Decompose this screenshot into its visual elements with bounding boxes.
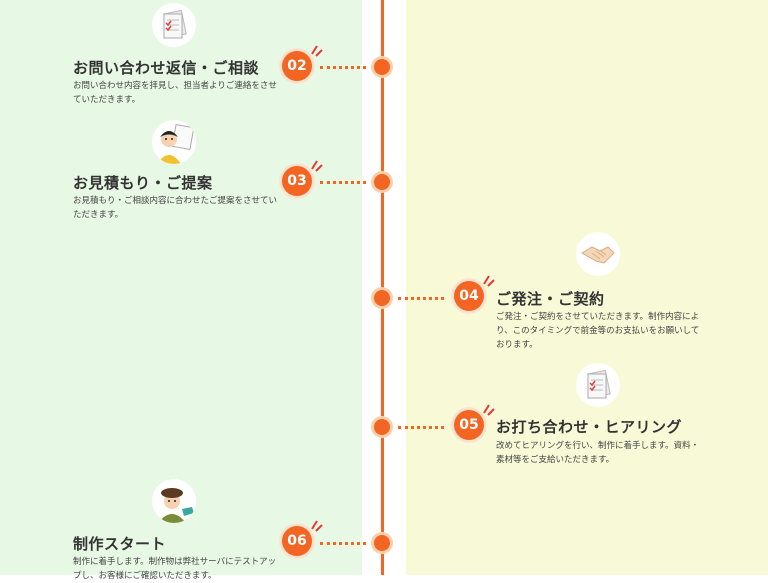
step-02-desc-line: お問い合わせ内容を拝見し、担当者よりご連絡をさせ <box>73 81 277 91</box>
step-04-title: ご発注・ご契約 <box>496 290 605 308</box>
step-04-timeline-node <box>374 290 390 306</box>
step-02-title: お問い合わせ返信・ご相談 <box>73 59 260 77</box>
step-03-timeline-node <box>374 174 390 190</box>
timeline-gutter <box>362 0 406 575</box>
step-04-desc-line: おります。 <box>496 340 538 350</box>
timeline-line <box>381 0 384 575</box>
document-checklist-icon <box>152 3 196 47</box>
step-06-number-badge: 06 <box>282 526 312 556</box>
step-06-desc-line: プし、お客様にご確認いただきます。 <box>73 571 217 581</box>
step-03-connector <box>320 181 366 184</box>
step-06-connector <box>320 542 366 545</box>
step-05-desc-line: 改めてヒアリングを行い、制作に着手します。資料・ <box>496 441 700 451</box>
step-03-desc-line: お見積もり・ご相談内容に合わせたご提案をさせてい <box>73 196 278 206</box>
step-05-timeline-node <box>374 419 390 435</box>
person-with-document-icon <box>152 120 196 164</box>
sparkle-icon <box>311 520 323 532</box>
step-02-timeline-node <box>374 59 390 75</box>
step-04-description: ご発注・ご契約をさせていただきます。制作内容によ り、このタイミングで前金等のお… <box>496 310 701 352</box>
step-02-connector <box>320 66 366 69</box>
sparkle-icon <box>483 404 495 416</box>
step-02-desc-line: ていただきます。 <box>73 95 141 105</box>
step-02-number-badge: 02 <box>282 51 312 81</box>
handshake-icon <box>576 232 620 276</box>
step-05-description: 改めてヒアリングを行い、制作に着手します。資料・ 素材等をご支給いただきます。 <box>496 439 701 467</box>
step-05-title: お打ち合わせ・ヒアリング <box>496 418 683 436</box>
sparkle-icon <box>311 160 323 172</box>
step-03-number-badge: 03 <box>282 166 312 196</box>
step-04-desc-line: ご発注・ご契約をさせていただきます。制作内容によ <box>496 312 700 322</box>
step-05-desc-line: 素材等をご支給いただきます。 <box>496 455 615 465</box>
step-06-desc-line: 制作に着手します。制作物は弊社サーバにテストアッ <box>73 557 277 567</box>
sparkle-icon <box>311 45 323 57</box>
step-05-number-badge: 05 <box>454 410 484 440</box>
step-04-desc-line: り、このタイミングで前金等のお支払いをお願いして <box>496 326 700 336</box>
sparkle-icon <box>483 275 495 287</box>
step-06-title: 制作スタート <box>73 535 167 553</box>
step-04-connector <box>398 297 444 300</box>
step-05-connector <box>398 426 444 429</box>
step-04-number-badge: 04 <box>454 281 484 311</box>
document-checklist-icon <box>576 363 620 407</box>
step-06-description: 制作に着手します。制作物は弊社サーバにテストアッ プし、お客様にご確認いただきま… <box>73 555 278 583</box>
step-03-title: お見積もり・ご提案 <box>73 174 213 192</box>
painter-person-icon <box>152 479 196 523</box>
step-03-description: お見積もり・ご相談内容に合わせたご提案をさせてい ただきます。 <box>73 194 278 222</box>
step-03-desc-line: ただきます。 <box>73 210 124 220</box>
step-06-timeline-node <box>374 535 390 551</box>
step-02-description: お問い合わせ内容を拝見し、担当者よりご連絡をさせ ていただきます。 <box>73 79 278 107</box>
